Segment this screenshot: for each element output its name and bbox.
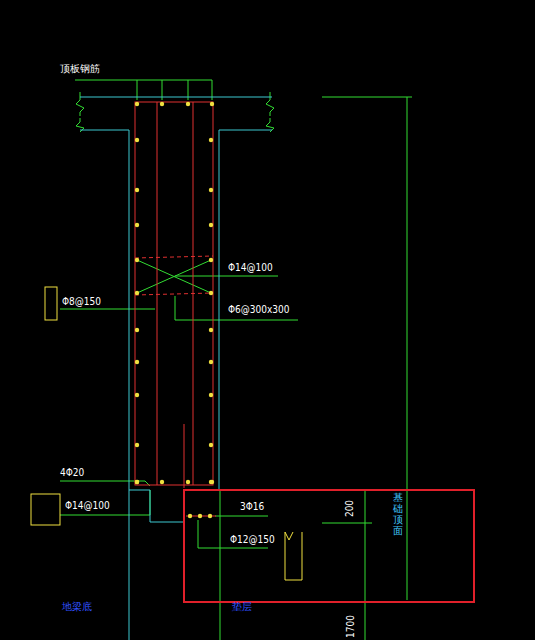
rebar-dot <box>209 223 213 227</box>
rebar-dot <box>135 291 139 295</box>
level-note: 垫层 <box>232 601 252 612</box>
rebar-dot <box>209 138 213 142</box>
rebar-dot <box>198 514 202 518</box>
dimension-text: 200 <box>344 499 355 516</box>
rebar-dot <box>135 360 139 364</box>
rebar-spec: 3Φ16 <box>240 501 264 512</box>
rebar-spec: Φ12@150 <box>230 534 275 545</box>
rebar-dot <box>209 393 213 397</box>
rebar-dot <box>209 360 213 364</box>
rebar-dot <box>186 480 190 484</box>
rebar-dot <box>209 188 213 192</box>
leader-lines <box>60 80 412 640</box>
level-note: 地梁底 <box>62 601 92 612</box>
dimension-text: 1700 <box>344 615 355 638</box>
rebar-dot <box>209 443 213 447</box>
rebar-dot <box>186 102 190 106</box>
level-note: 基础顶面 <box>393 492 403 536</box>
rebar-dot <box>135 480 139 484</box>
rebar-dot <box>188 514 192 518</box>
rebar-dot <box>135 138 139 142</box>
rebar-dot <box>210 102 214 106</box>
rebar-dot <box>135 393 139 397</box>
rebar-dot <box>135 223 139 227</box>
rebar-spec: Φ8@150 <box>62 296 101 307</box>
rebar-dot <box>209 328 213 332</box>
rebar-dot <box>209 291 213 295</box>
rebar-spec: 4Φ20 <box>60 467 84 478</box>
rebar-dot <box>160 102 164 106</box>
rebar-dot <box>135 188 139 192</box>
rebar-spec: Φ6@300x300 <box>228 304 289 315</box>
rebar-spec: Φ14@100 <box>65 500 110 511</box>
rebar-dot <box>209 480 213 484</box>
rebar-dot <box>208 514 212 518</box>
rebar-dot <box>210 480 214 484</box>
highlight-box <box>184 490 474 602</box>
symbol-boxes <box>31 287 302 580</box>
rebar-dot <box>135 443 139 447</box>
wall-rebar <box>135 102 216 516</box>
rebar-dot <box>135 102 139 106</box>
rebar-dot <box>135 480 139 484</box>
rebar-dot <box>209 258 213 262</box>
rebar-dot <box>135 328 139 332</box>
rebar-dot <box>135 258 139 262</box>
rebar-spec: Φ14@100 <box>228 262 273 273</box>
rebar-dot <box>160 480 164 484</box>
concrete-outline <box>80 97 272 640</box>
rebar-note: 顶板钢筋 <box>60 63 100 74</box>
rebar-dots <box>135 102 214 518</box>
